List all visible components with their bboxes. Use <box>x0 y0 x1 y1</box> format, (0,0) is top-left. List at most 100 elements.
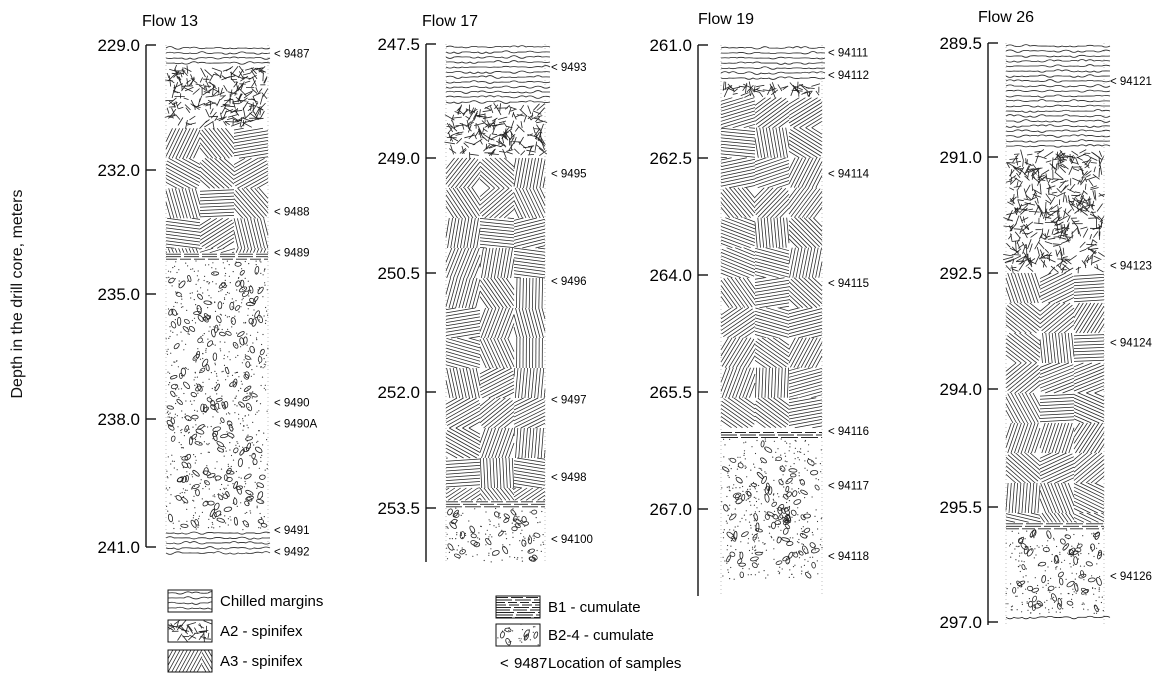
flow-19-samples: < 94111 < 94112 < 94114 < 94115 < 94116 < 941… <box>828 48 870 563</box>
core-layer-b24 <box>1005 529 1105 615</box>
core-layer-b24 <box>165 260 269 531</box>
depth-tick-label: 267.0 <box>649 500 692 519</box>
core-layer-b1 <box>721 432 822 438</box>
depth-tick-label: 292.5 <box>939 264 982 283</box>
sample-marker: < 9488 <box>274 206 310 218</box>
sample-marker: < 94111 <box>828 48 868 60</box>
legend-a3-label: A3 - spinifex <box>220 653 303 670</box>
legend-a2-label: A2 - spinifex <box>220 623 303 640</box>
depth-tick-label: 252.0 <box>377 383 420 402</box>
flow-17-samples: < 9493< 9495< 9496< 9497< 9498< 94100 <box>551 62 593 546</box>
depth-tick-label: 250.5 <box>377 264 420 283</box>
core-layer-a2 <box>444 102 548 160</box>
depth-tick-label: 262.5 <box>649 149 692 168</box>
sample-marker: < 9489 <box>274 248 310 260</box>
core-layer-chilled <box>1005 615 1111 620</box>
core-layer-a2 <box>722 81 821 99</box>
flow-26-title: Flow 26 <box>978 9 1034 26</box>
legend-a3-item: A3 - spinifex <box>167 649 303 673</box>
core-layer-a2 <box>164 64 269 130</box>
legend-a2-item: A2 - spinifex <box>167 619 303 643</box>
sample-marker: < 94116 <box>828 426 869 438</box>
legend-b24-item: B2-4 - cumulate <box>495 623 654 647</box>
flow-13-samples: < 9487 < 9488 < 9489 < 9490 < 9490A < 9491 < 9… <box>274 48 317 558</box>
depth-tick-label: 264.0 <box>649 266 692 285</box>
depth-tick-label: 291.0 <box>939 148 982 167</box>
core-layer-b24 <box>445 507 545 563</box>
sample-marker: < 9491 <box>274 525 310 537</box>
depth-tick-label: 297.0 <box>939 613 982 632</box>
legend-chilled-swatch <box>167 589 213 613</box>
legend-b24-swatch <box>495 623 541 647</box>
sample-marker: < 94115 <box>828 278 869 290</box>
legend: Chilled margins A2 - spinifex A3 - spini… <box>167 589 681 673</box>
core-layer-a3 <box>445 157 546 501</box>
flow-17-column: Flow 17 247.5 249.0 250.5 252.0 253.5 < 9493… <box>377 13 593 563</box>
sample-marker: < 9490 <box>274 397 310 409</box>
sample-marker: < 9493 <box>551 62 587 74</box>
core-layer-b1 <box>166 253 268 260</box>
flow-13-core <box>164 45 271 555</box>
depth-tick-label: 238.0 <box>97 410 140 429</box>
core-layer-chilled <box>165 531 271 555</box>
core-layer-b1 <box>446 501 545 508</box>
sample-marker: < 9496 <box>551 276 587 288</box>
sample-marker: < 94126 <box>1110 571 1152 583</box>
legend-sample-number: 9487 <box>514 655 547 672</box>
depth-tick-label: 261.0 <box>649 36 692 55</box>
depth-tick-label: 247.5 <box>377 35 420 54</box>
sample-marker: < 94124 <box>1110 338 1152 350</box>
legend-b1-item: B1 - cumulate <box>495 595 641 619</box>
legend-b1-label: B1 - cumulate <box>548 599 641 616</box>
y-axis-label: Depth in the drill core, meters <box>9 189 26 399</box>
depth-tick-label: 229.0 <box>97 36 140 55</box>
depth-tick-label: 253.5 <box>377 499 420 518</box>
sample-marker: < 9487 <box>274 48 310 60</box>
flow-19-title: Flow 19 <box>698 11 754 28</box>
sample-marker: < 9498 <box>551 472 587 484</box>
sample-marker: < 9497 <box>551 395 587 407</box>
flow-13-title: Flow 13 <box>142 13 198 30</box>
sample-marker: < 94117 <box>828 481 869 493</box>
depth-tick-label: 289.5 <box>939 34 982 53</box>
legend-b1-swatch <box>495 595 541 619</box>
legend-samples-label: Location of samples <box>548 655 681 672</box>
sample-marker: < 94100 <box>551 534 593 546</box>
flow-17-title: Flow 17 <box>422 13 478 30</box>
core-layer-chilled <box>1005 44 1111 148</box>
flow-13-column: Flow 13 229.0 232.0 235.0 238.0 241.0 < 9487… <box>97 13 317 558</box>
sample-marker: < 94123 <box>1110 260 1152 272</box>
core-layer-a3 <box>1005 272 1105 523</box>
depth-tick-label: 232.0 <box>97 161 140 180</box>
sample-marker: < 94118 <box>828 551 869 563</box>
legend-b24-label: B2-4 - cumulate <box>548 627 654 644</box>
legend-sample-marker: < <box>500 655 509 672</box>
flow-19-core <box>720 45 826 596</box>
depth-tick-label: 295.5 <box>939 498 982 517</box>
legend-a3-swatch <box>167 649 213 673</box>
depth-tick-label: 235.0 <box>97 285 140 304</box>
core-layer-b1 <box>1006 523 1104 530</box>
legend-a2-swatch <box>167 619 213 643</box>
sample-marker: < 9490A <box>274 418 317 430</box>
legend-chilled-label: Chilled margins <box>220 593 323 610</box>
legend-samples-item: < 9487 Location of samples <box>500 655 681 672</box>
sample-marker: < 9492 <box>274 546 310 558</box>
flow-26-samples: < 94121 < 94123 < 94124 < 94126 <box>1110 76 1152 583</box>
core-layer-b24 <box>721 438 823 580</box>
flow-17-depth-axis: 247.5 249.0 250.5 252.0 253.5 <box>377 35 436 562</box>
sample-marker: < 94114 <box>828 169 870 181</box>
depth-tick-label: 249.0 <box>377 149 420 168</box>
core-layer-a2 <box>1002 149 1105 275</box>
core-layer-chilled <box>445 45 551 104</box>
core-layer-chilled <box>720 46 826 80</box>
legend-chilled-item: Chilled margins <box>167 589 323 613</box>
depth-tick-label: 241.0 <box>97 538 140 557</box>
sample-marker: < 94112 <box>828 70 869 82</box>
sample-marker: < 94121 <box>1110 76 1152 88</box>
